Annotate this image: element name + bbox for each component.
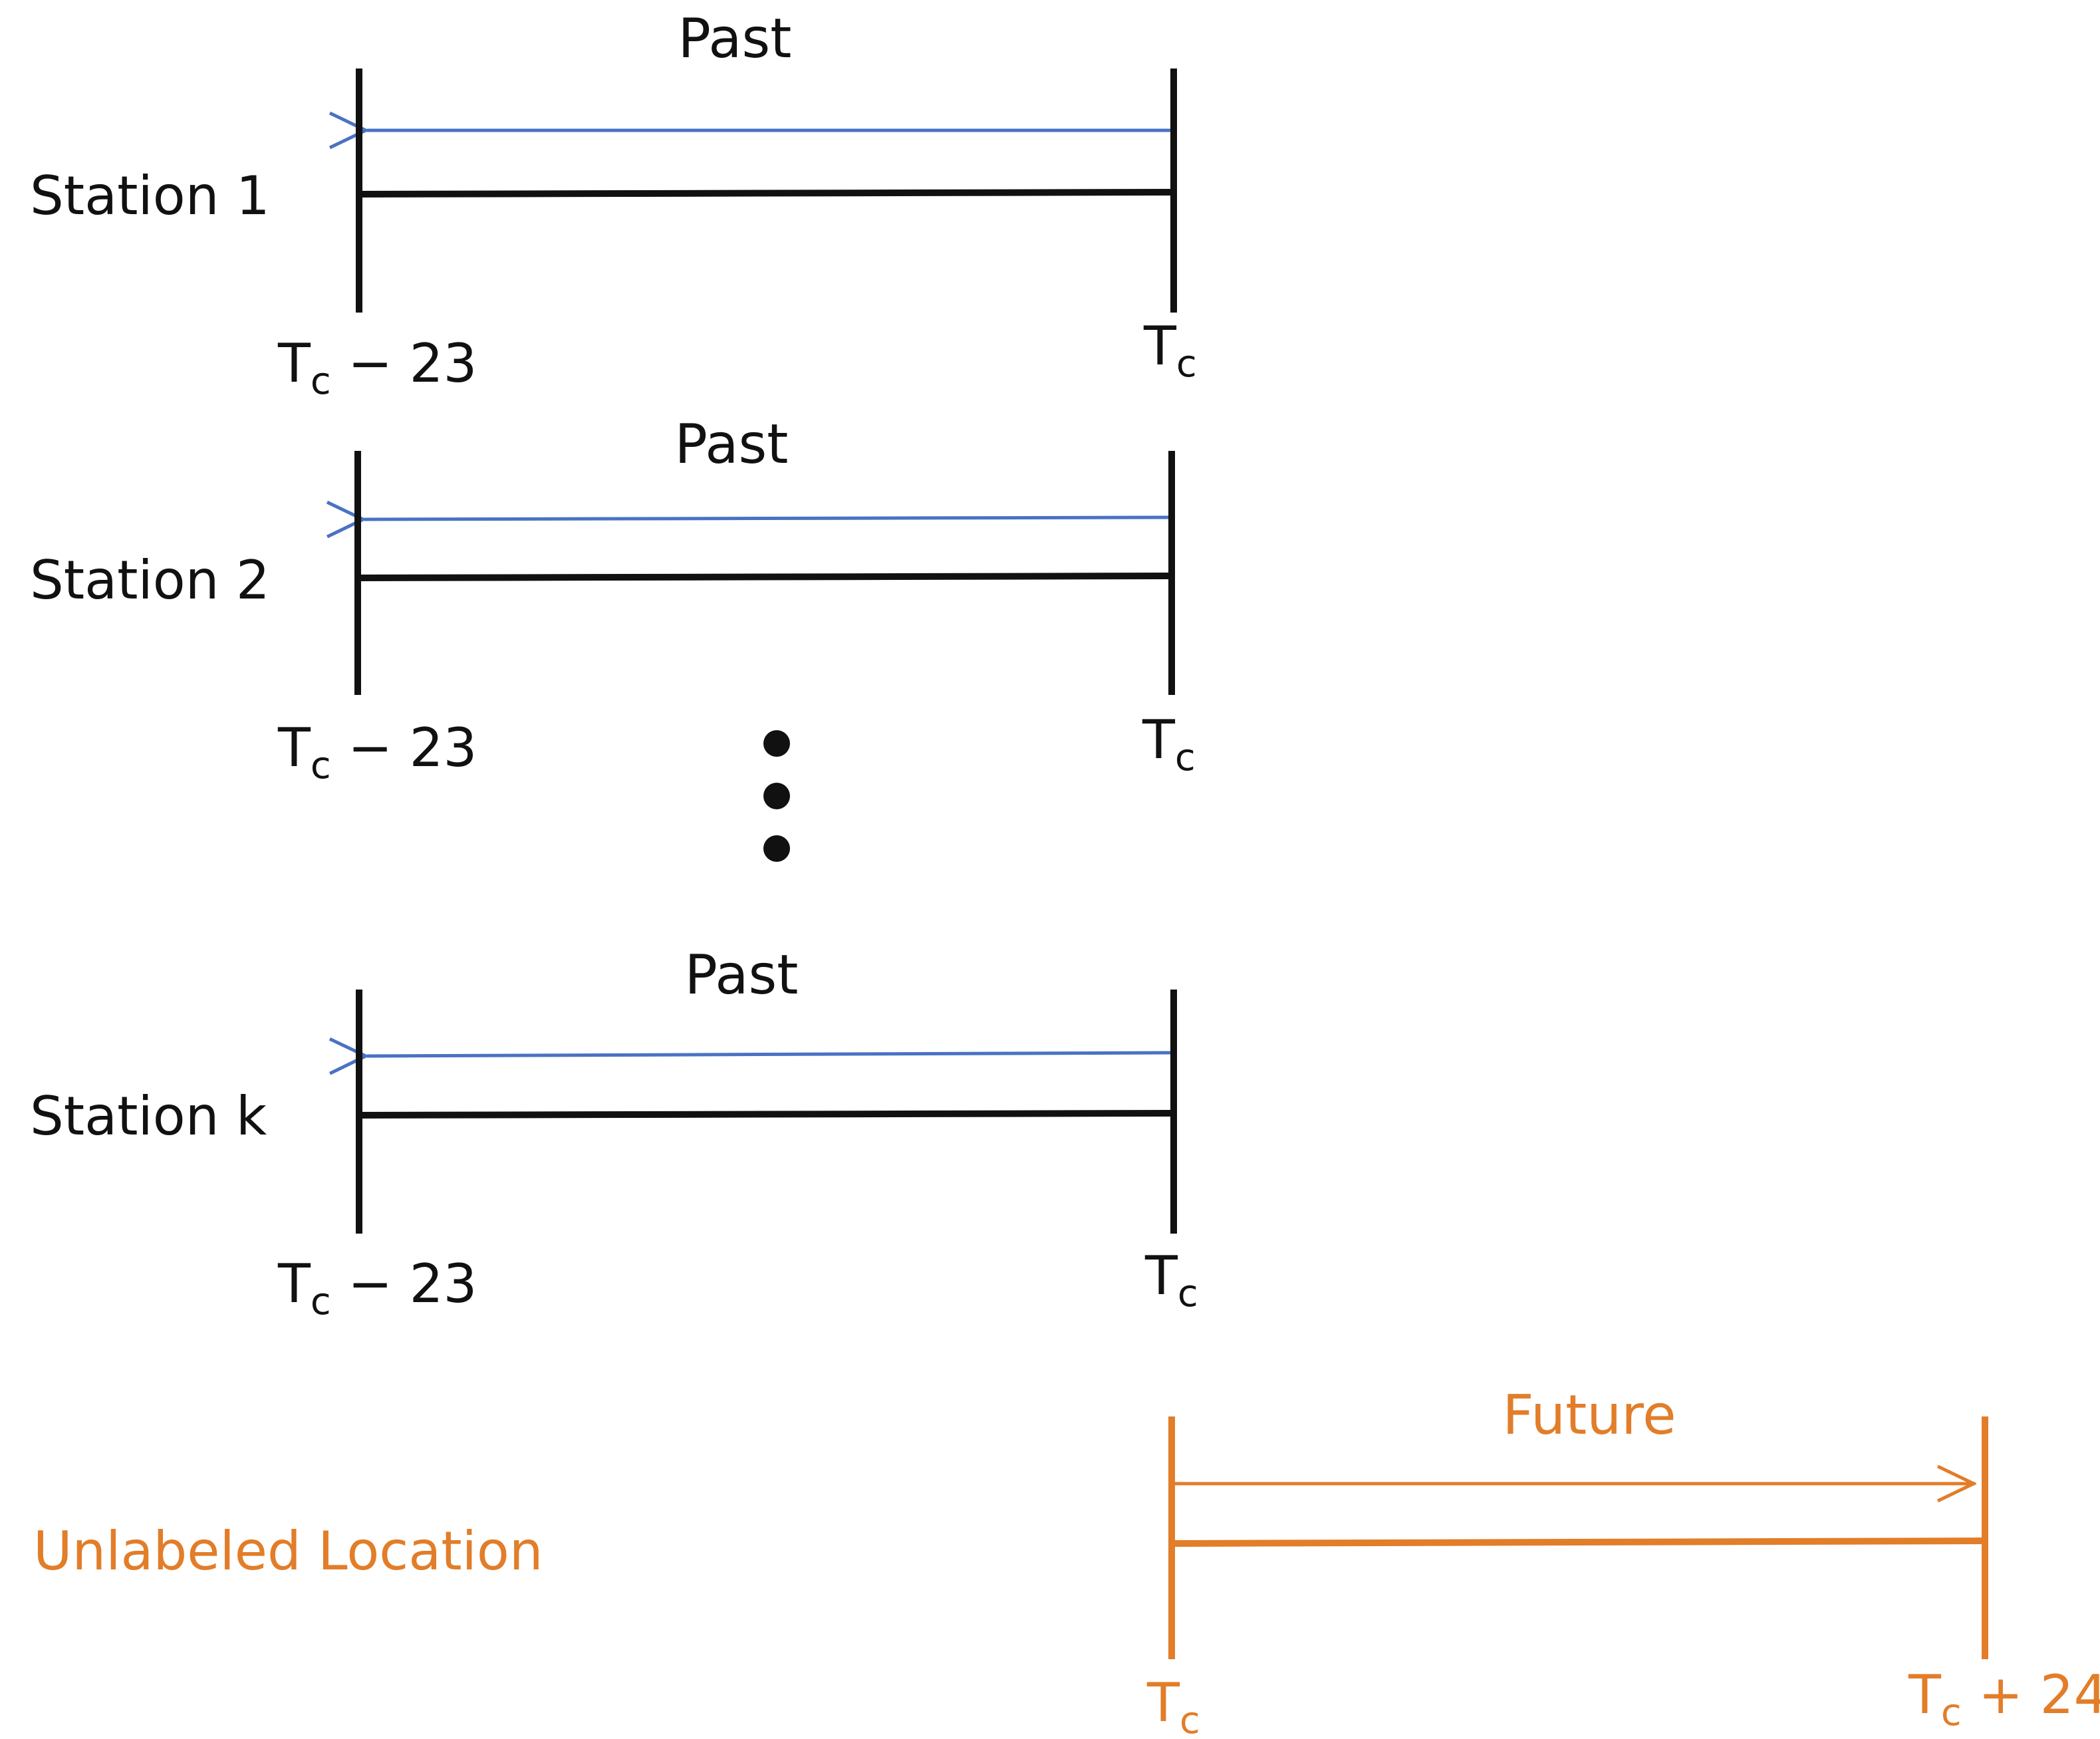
station-2-timeline: Station 2 Past Tc − 23 Tc [30, 413, 1196, 787]
timeline-bar [1171, 1538, 1986, 1547]
timeline-bar [358, 189, 1174, 198]
past-label: Past [678, 7, 792, 70]
station-1-timeline: Station 1 Past Tc − 23 Tc [30, 7, 1197, 403]
tick-label-current: Tc [1143, 315, 1197, 386]
ellipsis-dot [763, 835, 790, 862]
station-label: Station k [30, 1085, 267, 1147]
ellipsis-dots [763, 730, 790, 862]
tick-label-current: Tc [1142, 709, 1196, 779]
ellipsis-dot [763, 730, 790, 757]
timeline-bar [358, 1110, 1174, 1119]
ellipsis-dot [763, 783, 790, 809]
past-label: Past [685, 944, 799, 1007]
unlabeled-location-label: Unlabeled Location [33, 1520, 543, 1582]
future-label: Future [1502, 1384, 1676, 1447]
tick-label-start: Tc − 23 [277, 1253, 477, 1323]
tick-label-current: Tc [1146, 1672, 1200, 1739]
tick-label-start: Tc − 23 [277, 717, 477, 787]
past-label: Past [675, 413, 789, 476]
unlabeled-location-timeline: Unlabeled Location Future Tc Tc + 24 [33, 1384, 2100, 1739]
timeline-bar [357, 573, 1172, 581]
past-arrow [367, 1053, 1172, 1056]
station-label: Station 2 [30, 549, 270, 611]
station-k-timeline: Station k Past Tc − 23 Tc [30, 944, 1198, 1323]
station-label: Station 1 [30, 165, 270, 227]
tick-label-end: Tc + 24 [1908, 1664, 2100, 1734]
tick-label-start: Tc − 23 [277, 333, 477, 403]
tick-label-current: Tc [1144, 1245, 1198, 1315]
past-arrow [364, 517, 1170, 519]
